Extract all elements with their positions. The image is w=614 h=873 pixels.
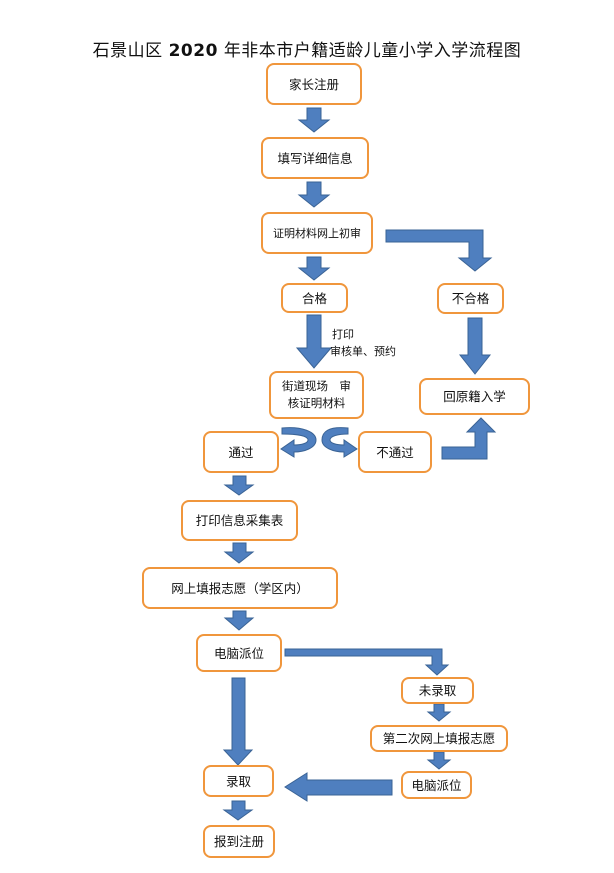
arrow-details-to-review [297, 181, 331, 208]
node-report-register: 报到注册 [203, 825, 275, 858]
arrow-unqualified-to-return [458, 317, 492, 375]
arrow-admitted-to-report [222, 800, 254, 821]
curved-arrow-to-not-passed [321, 427, 358, 458]
arrow-assign-to-admitted [222, 677, 254, 766]
arrow-assign-to-not-admitted [284, 648, 450, 676]
node-print-info-form: 打印信息采集表 [181, 500, 298, 541]
node-not-passed: 不通过 [358, 431, 432, 473]
arrow-application-to-assign [223, 610, 255, 631]
node-qualified: 合格 [281, 283, 348, 313]
node-passed: 通过 [203, 431, 279, 473]
arrow-review-to-unqualified [385, 229, 493, 272]
node-second-application: 第二次网上填报志愿 [370, 725, 508, 752]
arrow-register-to-details [297, 107, 331, 133]
node-unqualified: 不合格 [437, 283, 504, 314]
node-parent-register: 家长注册 [266, 63, 362, 105]
curved-arrow-to-passed [280, 427, 317, 458]
arrow-qualified-to-street [295, 314, 333, 369]
arrow-second-to-assign2 [426, 751, 452, 770]
node-computer-assign: 电脑派位 [196, 634, 282, 672]
node-admitted: 录取 [203, 765, 274, 797]
page-title: 石景山区 2020 年非本市户籍适龄儿童小学入学流程图 [92, 41, 522, 61]
node-not-admitted: 未录取 [401, 677, 474, 704]
node-computer-assign-2: 电脑派位 [401, 771, 472, 799]
arrow-not-admitted-to-second [426, 703, 452, 722]
node-return-origin: 回原籍入学 [419, 378, 530, 415]
arrow-assign2-to-admitted [284, 772, 393, 802]
node-fill-details: 填写详细信息 [261, 137, 369, 179]
arrow-not-passed-to-return [441, 417, 497, 460]
note-print-review-form: 打印 审核单、预约 [330, 328, 396, 358]
node-online-review: 证明材料网上初审 [261, 212, 373, 254]
arrow-print-to-application [223, 542, 255, 564]
arrow-review-to-qualified [297, 256, 331, 281]
node-online-application: 网上填报志愿（学区内） [142, 567, 338, 609]
arrow-passed-to-print [223, 475, 255, 496]
node-street-review: 街道现场 审 核证明材料 [269, 371, 364, 419]
